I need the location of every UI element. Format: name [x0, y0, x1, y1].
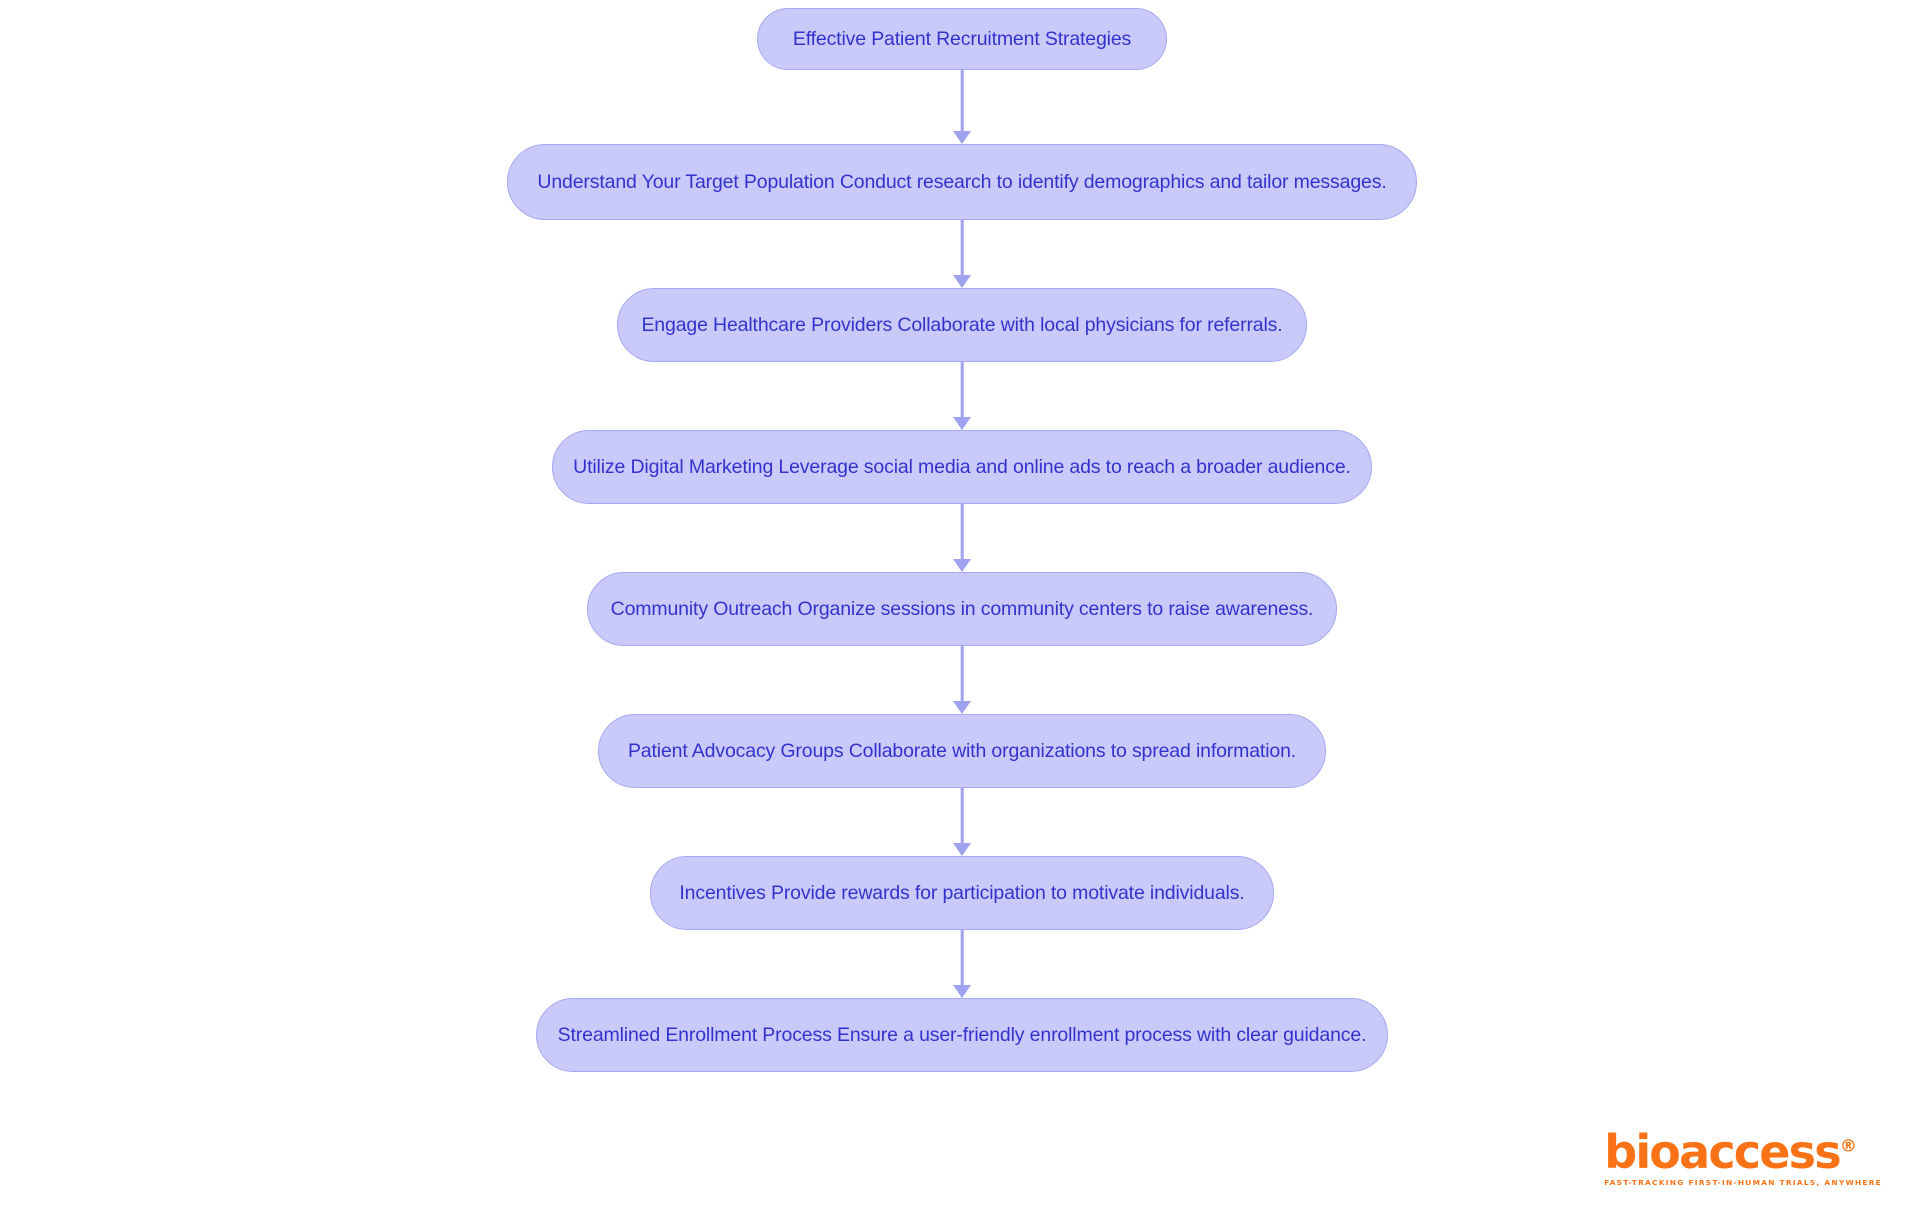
flow-connector-1-to-2 — [944, 70, 980, 144]
flow-connector-7-to-8 — [944, 930, 980, 998]
flow-node-label: Patient Advocacy Groups Collaborate with… — [627, 739, 1297, 762]
flow-connector-6-to-7 — [944, 788, 980, 856]
connector-stem — [960, 362, 964, 417]
flow-node-label: Incentives Provide rewards for participa… — [679, 881, 1245, 904]
connector-stem — [960, 930, 964, 985]
flow-node-understand-your-target-population[interactable]: Understand Your Target Population Conduc… — [507, 144, 1417, 220]
flow-connector-3-to-4 — [944, 362, 980, 430]
flow-node-label: Streamlined Enrollment Process Ensure a … — [557, 1023, 1367, 1046]
arrowhead-icon — [953, 275, 971, 288]
flow-node-label: Effective Patient Recruitment Strategies — [792, 27, 1132, 50]
arrowhead-icon — [953, 417, 971, 430]
connector-stem — [960, 504, 964, 559]
flow-node-incentives[interactable]: Incentives Provide rewards for participa… — [650, 856, 1274, 930]
flow-connector-4-to-5 — [944, 504, 980, 572]
flow-connector-5-to-6 — [944, 646, 980, 714]
flow-connector-2-to-3 — [944, 220, 980, 288]
connector-stem — [960, 788, 964, 843]
connector-stem — [960, 70, 964, 131]
logo-tagline: FAST-TRACKING FIRST-IN-HUMAN TRIALS, ANY… — [1604, 1178, 1882, 1187]
connector-stem — [960, 220, 964, 275]
arrowhead-icon — [953, 559, 971, 572]
logo-wordmark-text: bioaccess® — [1604, 1129, 1857, 1175]
flow-node-community-outreach[interactable]: Community Outreach Organize sessions in … — [587, 572, 1337, 646]
flow-node-label: Community Outreach Organize sessions in … — [610, 597, 1314, 620]
flow-node-label: Utilize Digital Marketing Leverage socia… — [573, 455, 1351, 478]
flow-node-label: Understand Your Target Population Conduc… — [537, 170, 1387, 193]
flow-node-utilize-digital-marketing[interactable]: Utilize Digital Marketing Leverage socia… — [552, 430, 1372, 504]
flow-node-effective-patient-recruitment-strategies[interactable]: Effective Patient Recruitment Strategies — [757, 8, 1167, 70]
arrowhead-icon — [953, 985, 971, 998]
arrowhead-icon — [953, 131, 971, 144]
flow-node-label: Engage Healthcare Providers Collaborate … — [641, 313, 1283, 336]
connector-stem — [960, 646, 964, 701]
flow-node-patient-advocacy-groups[interactable]: Patient Advocacy Groups Collaborate with… — [598, 714, 1326, 788]
arrowhead-icon — [953, 701, 971, 714]
arrowhead-icon — [953, 843, 971, 856]
bioaccess-logo: bioaccess® FAST-TRACKING FIRST-IN-HUMAN … — [1604, 1129, 1882, 1187]
flow-node-engage-healthcare-providers[interactable]: Engage Healthcare Providers Collaborate … — [617, 288, 1307, 362]
registered-trademark-icon: ® — [1839, 1136, 1857, 1157]
logo-wordmark-label: bioaccess — [1604, 1125, 1841, 1179]
flow-node-streamlined-enrollment-process[interactable]: Streamlined Enrollment Process Ensure a … — [536, 998, 1388, 1072]
